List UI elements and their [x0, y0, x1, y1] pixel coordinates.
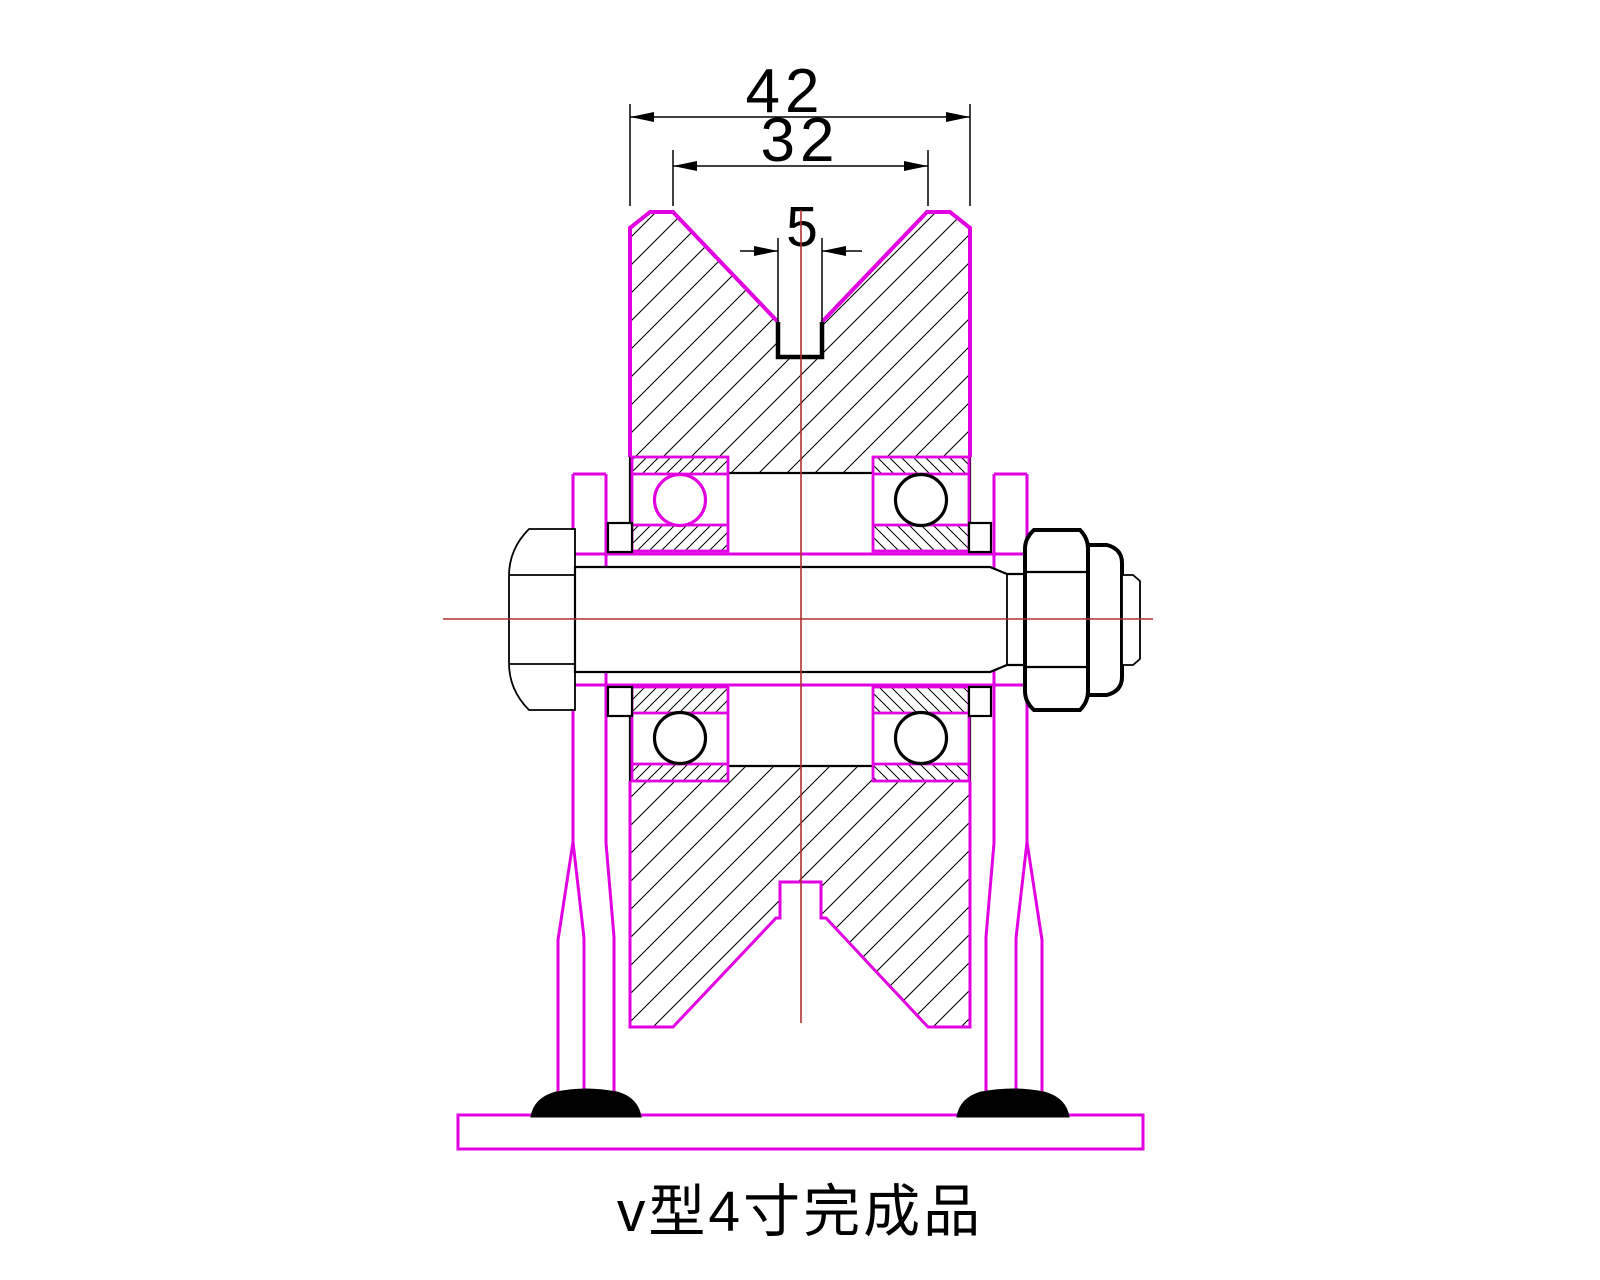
drawing-caption: v型4寸完成品 [617, 1180, 983, 1244]
bearing-ball [893, 710, 949, 766]
shaft-washers [606, 521, 993, 718]
washer-cap [1086, 543, 1124, 697]
wheel-upper-outline-right [820, 210, 972, 457]
dimension-5-label: 5 [786, 195, 818, 259]
bearing-bottom-left [630, 685, 730, 783]
bearing-top-left [630, 455, 730, 553]
arrowhead-right [946, 112, 970, 122]
shaft-tip [1121, 574, 1141, 666]
bearing-bottom-right [871, 685, 971, 783]
arrowhead-right [904, 161, 928, 171]
dimension-42: 42 [629, 57, 971, 206]
dimension-32-label: 32 [761, 106, 840, 175]
wheel-upper-outline-left [628, 210, 780, 457]
arrowhead-right [822, 246, 846, 256]
dimension-32: 32 [672, 106, 929, 206]
bearing-ball [893, 472, 949, 528]
wheel-lower-section [628, 766, 972, 1029]
arrowhead-left [673, 161, 697, 171]
foot-left [530, 1088, 642, 1118]
wheel-upper-section [628, 210, 972, 473]
groove-slot [775, 322, 825, 360]
wheel-lower-hatch [630, 766, 970, 1027]
bearing-top-right [871, 455, 971, 553]
bearing-ball [652, 710, 708, 766]
hex-nut [1023, 528, 1090, 712]
base-plate [456, 1113, 1145, 1151]
dimension-42-label: 42 [746, 57, 825, 126]
axle-rails [573, 552, 1027, 687]
bearing-ball [652, 472, 708, 528]
arrowhead-left [630, 112, 654, 122]
arrowhead-left [754, 246, 778, 256]
dimension-5: 5 [740, 195, 862, 322]
foot-right [956, 1088, 1070, 1118]
wheel-upper-hatch [630, 212, 970, 473]
